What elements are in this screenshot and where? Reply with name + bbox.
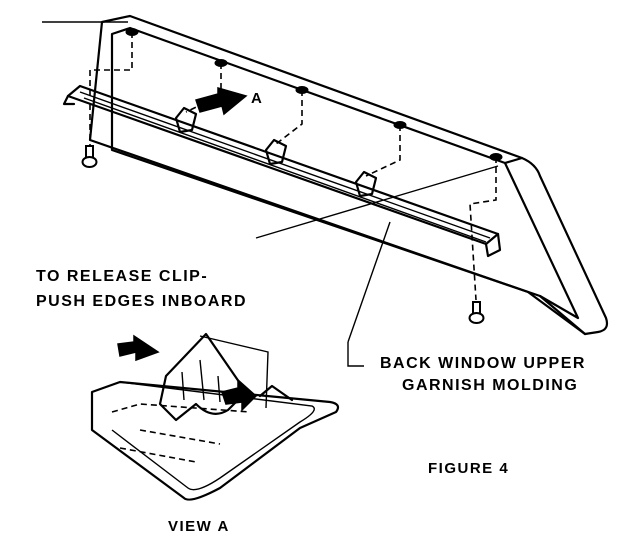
clip [354, 170, 378, 198]
clip [174, 106, 198, 134]
figure-label: FIGURE 4 [428, 460, 510, 477]
arrow-a [195, 87, 248, 116]
push-arrows [117, 334, 258, 412]
clip-detail [158, 332, 248, 422]
screw-right [468, 301, 485, 324]
screw-left [81, 145, 98, 168]
leader-lines [42, 21, 499, 367]
view-a-label: VIEW A [168, 518, 230, 535]
molding-clips [174, 106, 378, 198]
alignment-lines [89, 32, 497, 301]
screws [81, 145, 485, 324]
molding-label-line-2: GARNISH MOLDING [402, 377, 579, 394]
clip-rail [62, 84, 502, 258]
push-arrow-left [117, 334, 160, 362]
release-instruction-line-1: TO RELEASE CLIP- [36, 268, 209, 285]
molding-label-line-1: BACK WINDOW UPPER [380, 355, 586, 372]
arrow-a-label: A [251, 90, 264, 107]
garnish-molding-frame [88, 14, 609, 336]
release-instruction-line-2: PUSH EDGES INBOARD [36, 293, 248, 310]
push-arrow-right [221, 378, 258, 412]
view-a-detail [90, 332, 340, 501]
clip [264, 138, 288, 166]
